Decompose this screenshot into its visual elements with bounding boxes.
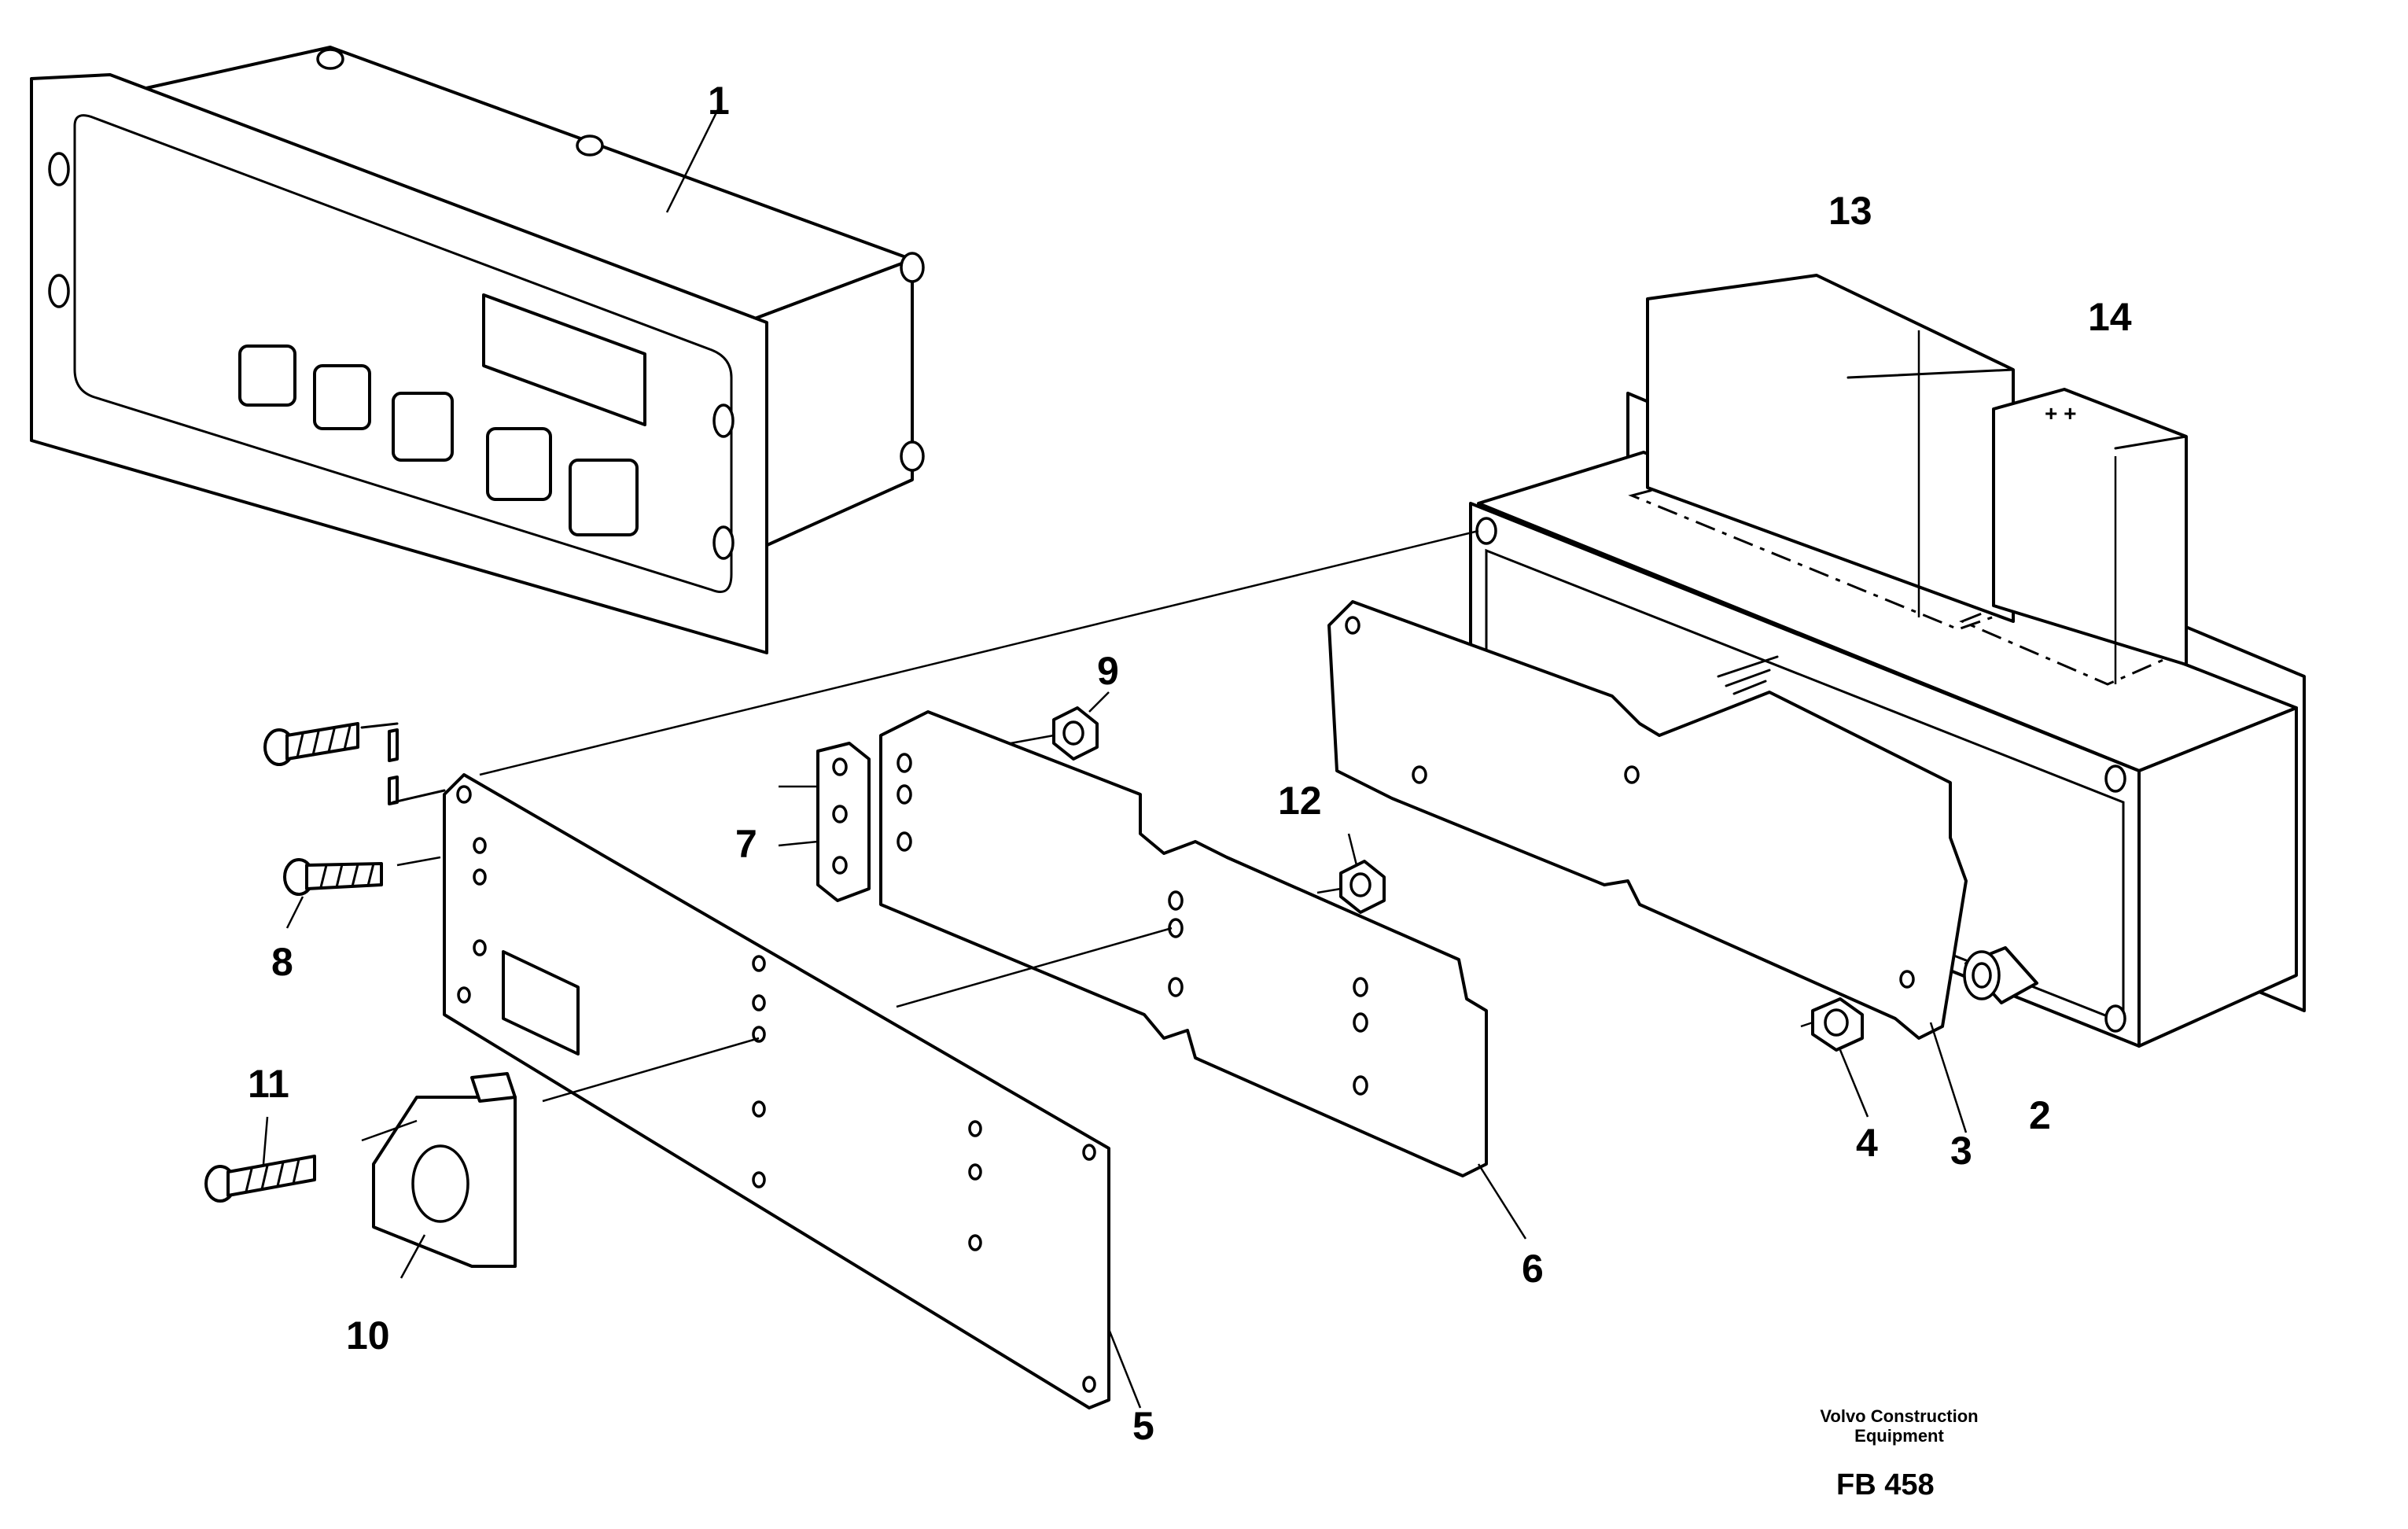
callout-5: 5 xyxy=(1132,1404,1154,1448)
screw-part-8 xyxy=(283,856,441,929)
figure-code: FB 458 xyxy=(1836,1468,1935,1501)
gasket-part-3 xyxy=(1327,600,1968,1133)
callout-1: 1 xyxy=(708,79,730,123)
callout-9: 9 xyxy=(1097,649,1119,693)
assembly-guide-lines xyxy=(479,529,1479,1103)
circuit-board-part-6 xyxy=(879,710,1527,1240)
company-name-line1: Volvo Construction xyxy=(1820,1406,1978,1426)
callout-11: 11 xyxy=(248,1062,289,1106)
spacer-bar-part-7 xyxy=(778,742,871,902)
callout-3: 3 xyxy=(1950,1129,1972,1173)
callout-10: 10 xyxy=(346,1313,390,1358)
callout-12: 12 xyxy=(1278,779,1322,823)
callout-6: 6 xyxy=(1522,1247,1544,1291)
screw-part-11 xyxy=(204,1116,316,1203)
callout-13: 13 xyxy=(1828,189,1872,233)
svg-text:+ +: + + xyxy=(2045,401,2076,426)
callout-2: 2 xyxy=(2029,1093,2051,1137)
nut-part-12 xyxy=(1316,833,1386,914)
callout-4: 4 xyxy=(1856,1121,1878,1165)
callout-labels: 1 2 3 4 5 6 7 8 9 10 11 12 13 14 xyxy=(248,79,2132,1448)
bracket-part-10 xyxy=(361,1072,517,1279)
plate-holes xyxy=(456,785,1096,1393)
display-unit-assembled xyxy=(30,46,925,654)
company-name-line2: Equipment xyxy=(1854,1426,1944,1446)
front-plate-part-5 xyxy=(443,773,1142,1409)
nut-part-9 xyxy=(1010,691,1110,761)
screw-top-left xyxy=(263,722,446,805)
callout-8: 8 xyxy=(271,940,293,984)
board-holes xyxy=(897,753,1368,1096)
stud-part-2 xyxy=(1963,946,2038,1004)
relay-part-14: + + xyxy=(1992,388,2188,684)
callout-14: 14 xyxy=(2088,295,2132,339)
callout-7: 7 xyxy=(735,822,757,866)
footer: Volvo Construction Equipment FB 458 xyxy=(1820,1406,1978,1501)
nut-part-4 xyxy=(1800,997,1869,1118)
